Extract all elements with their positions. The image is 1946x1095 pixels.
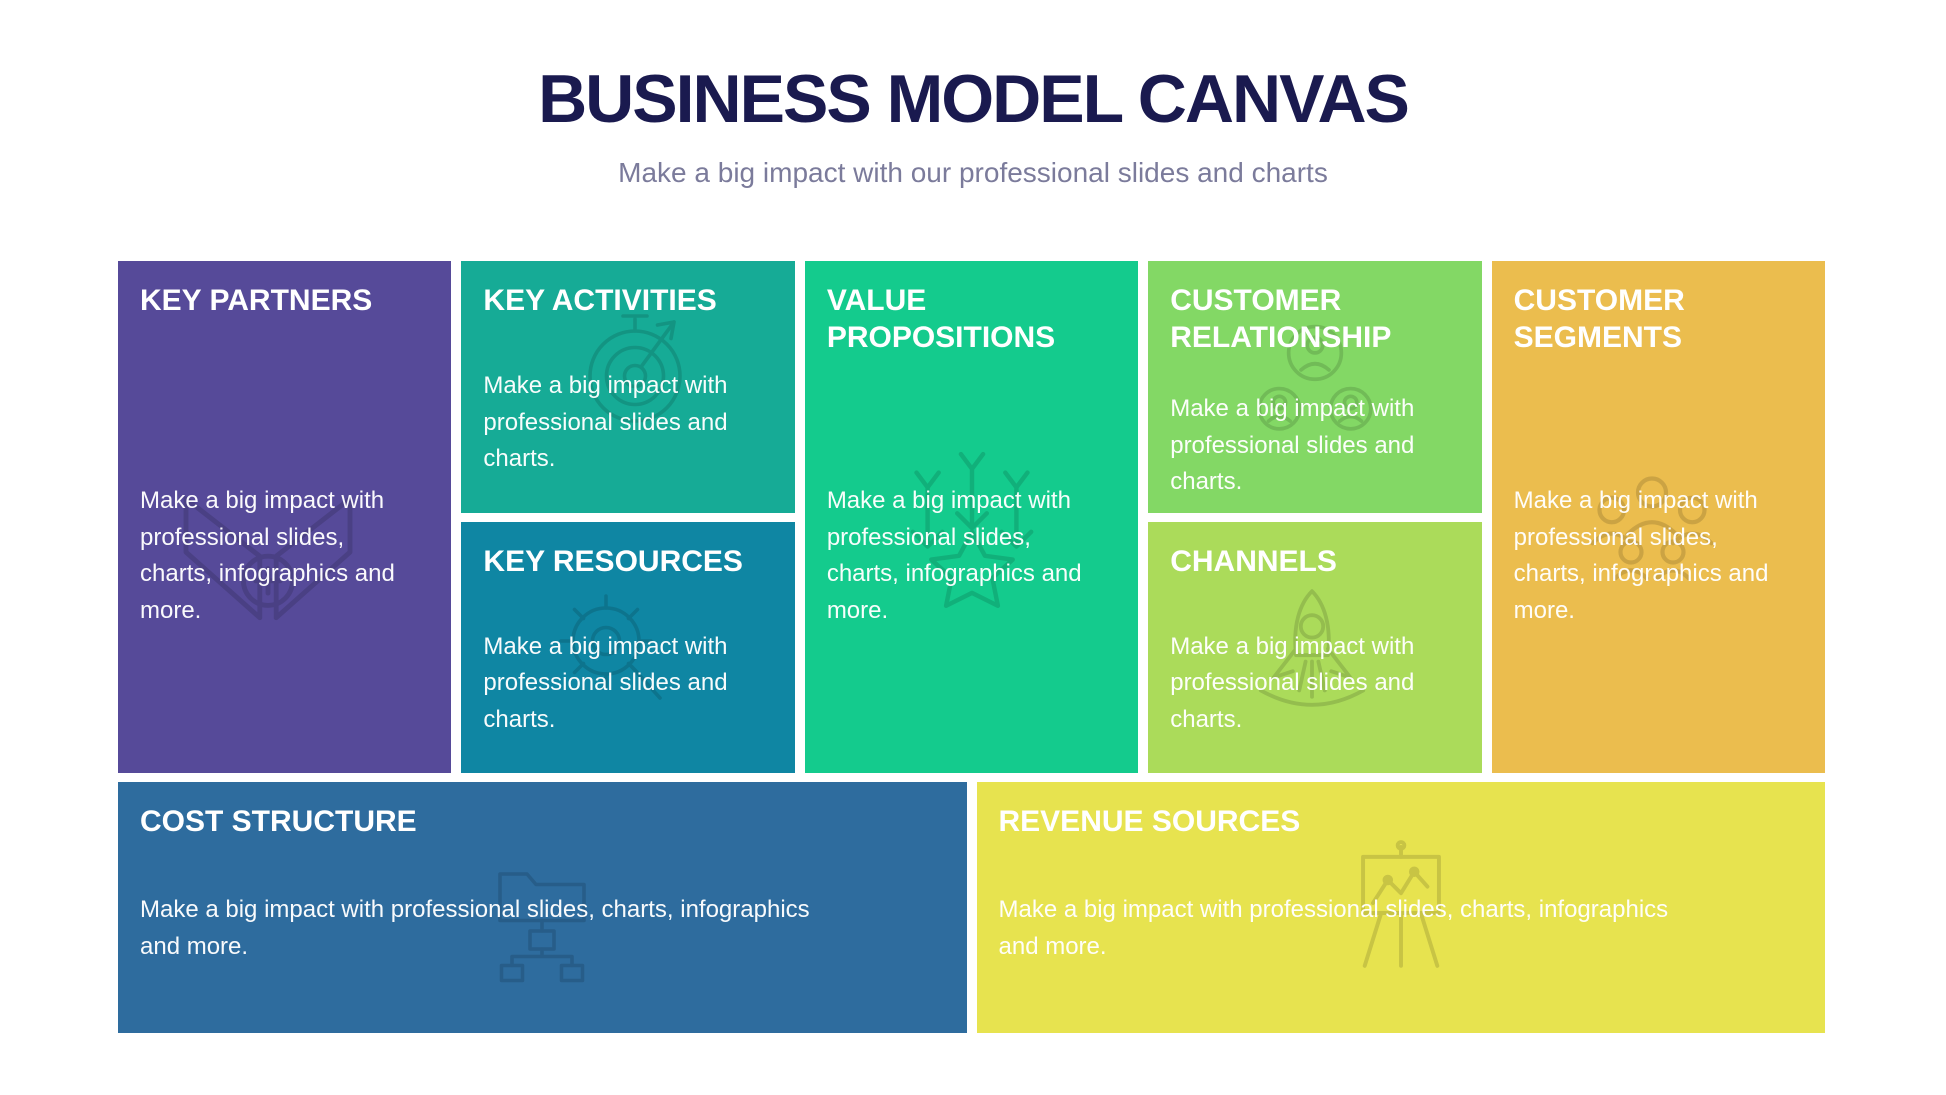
gear-magnifier-icon [540, 572, 690, 722]
box-title: KEY RESOURCES [483, 544, 743, 578]
box-customer-segments: CUSTOMER SEGMENTS Make [1491, 261, 1826, 773]
box-title: CUSTOMER SEGMENTS [1513, 284, 1685, 354]
box-key-partners: KEY PARTNERS Make a big impact with prof… [118, 261, 452, 773]
box-title: VALUE PROPOSITIONS [826, 284, 1056, 354]
box-revenue-sources: REVENUE SOURCES Make a big impact with p… [976, 782, 1825, 1033]
box-body: Make a big impact with professional slid… [1170, 632, 1415, 733]
box-body: Make a big impact with professional slid… [483, 372, 728, 472]
box-body: Make a big impact with professional slid… [1170, 395, 1415, 495]
box-body: Make a big impact with professional slid… [483, 632, 728, 733]
stopwatch-target-icon [563, 292, 713, 442]
canvas-column-2: KEY ACTIVITIES Make a big impact with pr… [461, 261, 795, 773]
page-title: BUSINESS MODEL CANVAS [538, 61, 1410, 137]
box-body: Make a big impact with professional slid… [140, 487, 395, 624]
box-title: KEY PARTNERS [140, 284, 373, 317]
box-channels: CHANNELS Make a big impact with professi… [1148, 521, 1482, 773]
folder-orgchart-icon [467, 838, 617, 988]
box-title: COST STRUCTURE [140, 805, 417, 838]
rocket-icon [1232, 572, 1392, 732]
box-customer-relationship: CUSTOMER RELATIONSHIP [1148, 261, 1482, 513]
box-title: CUSTOMER RELATIONSHIP [1170, 284, 1392, 354]
handshake-icon [166, 445, 371, 650]
box-title: KEY ACTIVITIES [483, 284, 717, 317]
people-group-icon [1564, 430, 1739, 605]
canvas-column-4: CUSTOMER RELATIONSHIP [1148, 261, 1482, 773]
box-key-resources: KEY RESOURCES Make a big impact with pro… [461, 521, 795, 773]
box-key-activities: KEY ACTIVITIES Make a big impact with pr… [461, 261, 795, 513]
page-subtitle: Make a big impact with our professional … [618, 157, 1328, 188]
box-title: CHANNELS [1170, 544, 1337, 578]
box-cost-structure: COST STRUCTURE Make a big impact with pr… [118, 782, 967, 1033]
canvas-top-row: KEY PARTNERS Make a big impact with prof… [118, 261, 1826, 773]
canvas-bottom-row: COST STRUCTURE Make a big impact with pr… [118, 782, 1825, 1033]
box-title: REVENUE SOURCES [998, 805, 1301, 838]
box-body: Make a big impact with professional slid… [826, 487, 1082, 624]
box-body: Make a big impact with professional slid… [140, 896, 810, 960]
box-body: Make a big impact with professional slid… [998, 896, 1669, 960]
people-circle-icon [1237, 309, 1392, 464]
presentation-chart-icon [1318, 830, 1483, 995]
value-arrows-icon [879, 425, 1064, 610]
canvas-grid: KEY PARTNERS Make a big impact with prof… [118, 261, 1826, 1033]
box-body: Make a big impact with professional slid… [1513, 487, 1769, 624]
box-value-propositions: VALUE PROPOSITIONS Make a big impact wit… [804, 261, 1139, 773]
